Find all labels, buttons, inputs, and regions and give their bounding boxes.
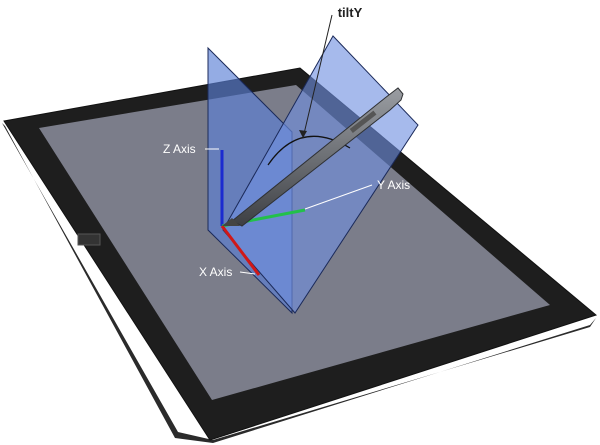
tablet-button bbox=[77, 233, 101, 246]
tilt-label-arrow bbox=[299, 130, 307, 138]
y-axis-label: Y Axis bbox=[377, 178, 410, 192]
pen-tip bbox=[222, 218, 240, 226]
tilted-plane bbox=[222, 35, 419, 314]
y-axis-leader bbox=[304, 184, 373, 210]
tilt-label: tiltY bbox=[338, 5, 363, 20]
x-axis-label: X Axis bbox=[199, 265, 232, 279]
pen-clip bbox=[349, 110, 377, 133]
z-axis-label: Z Axis bbox=[163, 142, 196, 156]
pen bbox=[222, 87, 404, 227]
x-axis-line bbox=[220, 225, 261, 276]
x-axis-leader bbox=[239, 271, 256, 275]
tilt-label-leader bbox=[302, 14, 333, 139]
